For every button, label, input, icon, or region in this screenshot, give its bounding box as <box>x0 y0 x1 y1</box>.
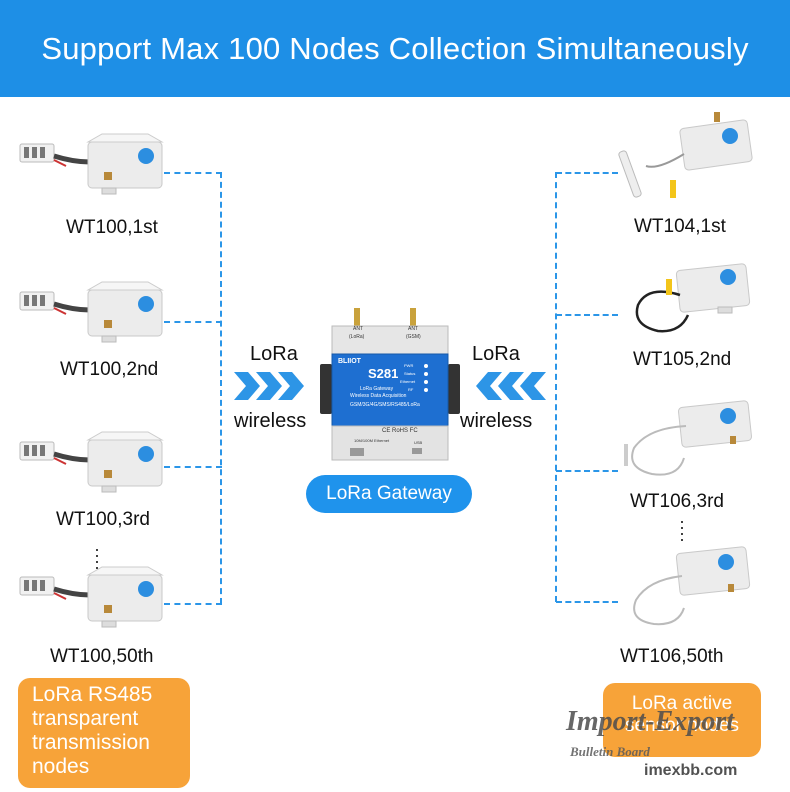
lora-gateway-pill: LoRa Gateway <box>306 475 472 513</box>
left-pointing-chevrons <box>476 372 546 400</box>
left-node-label-4: WT100,50th <box>50 646 154 667</box>
gateway-ant-left: ANT <box>353 326 363 332</box>
gateway-led-status: Status <box>404 371 416 376</box>
gateway-ant-right-sub: (GSM) <box>406 334 421 340</box>
left-link-3 <box>164 466 222 468</box>
right-lora-label: LoRa <box>472 343 520 365</box>
right-pointing-chevrons <box>234 372 304 400</box>
watermark-subtitle: Bulletin Board <box>570 744 650 759</box>
right-node-label-2: WT105,2nd <box>633 349 732 370</box>
left-ellipsis: ···· <box>94 539 100 577</box>
rs485-box-line-3: transmission <box>32 731 150 754</box>
left-lora-label: LoRa <box>250 343 298 365</box>
left-link-4 <box>164 603 222 605</box>
right-node-label-3: WT106,3rd <box>630 491 724 512</box>
rs485-box-line-4: nodes <box>32 755 90 778</box>
gateway-led-pwr: PWR <box>404 363 414 368</box>
wt100-sensor-1 <box>19 133 164 195</box>
wt100-sensor-3 <box>19 431 164 493</box>
rs485-nodes-box: LoRa RS485 transparent transmission node… <box>18 678 190 788</box>
gateway-led-ethernet: Ethernet <box>400 379 416 384</box>
left-link-1 <box>164 172 222 174</box>
right-ellipsis: ···· <box>679 511 685 549</box>
gateway-port-ethernet: 10M/100M Ethernet <box>354 438 390 443</box>
wt104-sensor <box>618 112 753 198</box>
left-node-label-2: WT100,2nd <box>60 359 159 380</box>
right-node-label-4: WT106,50th <box>620 646 724 667</box>
gateway-body-graphic <box>320 308 460 461</box>
gateway-cert: CE RoHS FC <box>382 428 418 434</box>
right-link-2 <box>556 314 618 316</box>
gateway-ant-right: ANT <box>408 326 418 332</box>
title-banner: Support Max 100 Nodes Collection Simulta… <box>0 0 790 97</box>
right-link-3 <box>556 470 618 472</box>
gateway-line-1: LoRa Gateway <box>360 386 394 392</box>
page-title: Support Max 100 Nodes Collection Simulta… <box>41 30 749 66</box>
active-box-line-1: LoRa active <box>631 693 733 714</box>
wt105-sensor <box>635 263 751 333</box>
right-link-4 <box>556 601 618 603</box>
wt100-sensor-2 <box>19 281 164 343</box>
watermark-title: Import-Export <box>566 706 735 737</box>
rs485-box-line-1: LoRa RS485 <box>32 683 153 706</box>
active-box-line-2: sensor nodes <box>624 715 740 736</box>
left-node-label-1: WT100,1st <box>66 217 158 238</box>
gateway-model: S281 <box>368 366 399 381</box>
left-bus-line <box>220 172 222 604</box>
watermark-url: imexbb.com <box>644 762 738 779</box>
left-wireless-label: wireless <box>234 410 307 432</box>
right-node-label-1: WT104,1st <box>634 216 726 237</box>
gateway-led-rf: RF <box>408 387 414 392</box>
gateway-line-2: Wireless Data Acquisition <box>350 393 407 399</box>
wt100-sensor-4 <box>19 566 164 628</box>
wt106-sensor-2 <box>633 546 751 626</box>
active-sensor-nodes-box: LoRa active sensor nodes <box>603 683 761 757</box>
gateway-brand: BLIIOT <box>338 358 361 365</box>
rs485-box-line-2: transparent <box>32 707 139 730</box>
wt106-sensor-1 <box>624 400 753 476</box>
left-link-2 <box>164 321 222 323</box>
gateway-port-usb: USB <box>414 440 423 445</box>
lora-gateway-device: ANT ANT (LoRa) (GSM) BLIIOT S281 PWR Sta… <box>320 308 460 468</box>
right-bus-line <box>555 172 557 602</box>
gateway-ant-left-sub: (LoRa) <box>349 334 365 340</box>
right-link-1 <box>556 172 618 174</box>
right-wireless-label: wireless <box>460 410 533 432</box>
gateway-line-3: GSM/3G/4G/SMS/RS485/LoRa <box>350 402 420 408</box>
left-node-label-3: WT100,3rd <box>56 509 150 530</box>
